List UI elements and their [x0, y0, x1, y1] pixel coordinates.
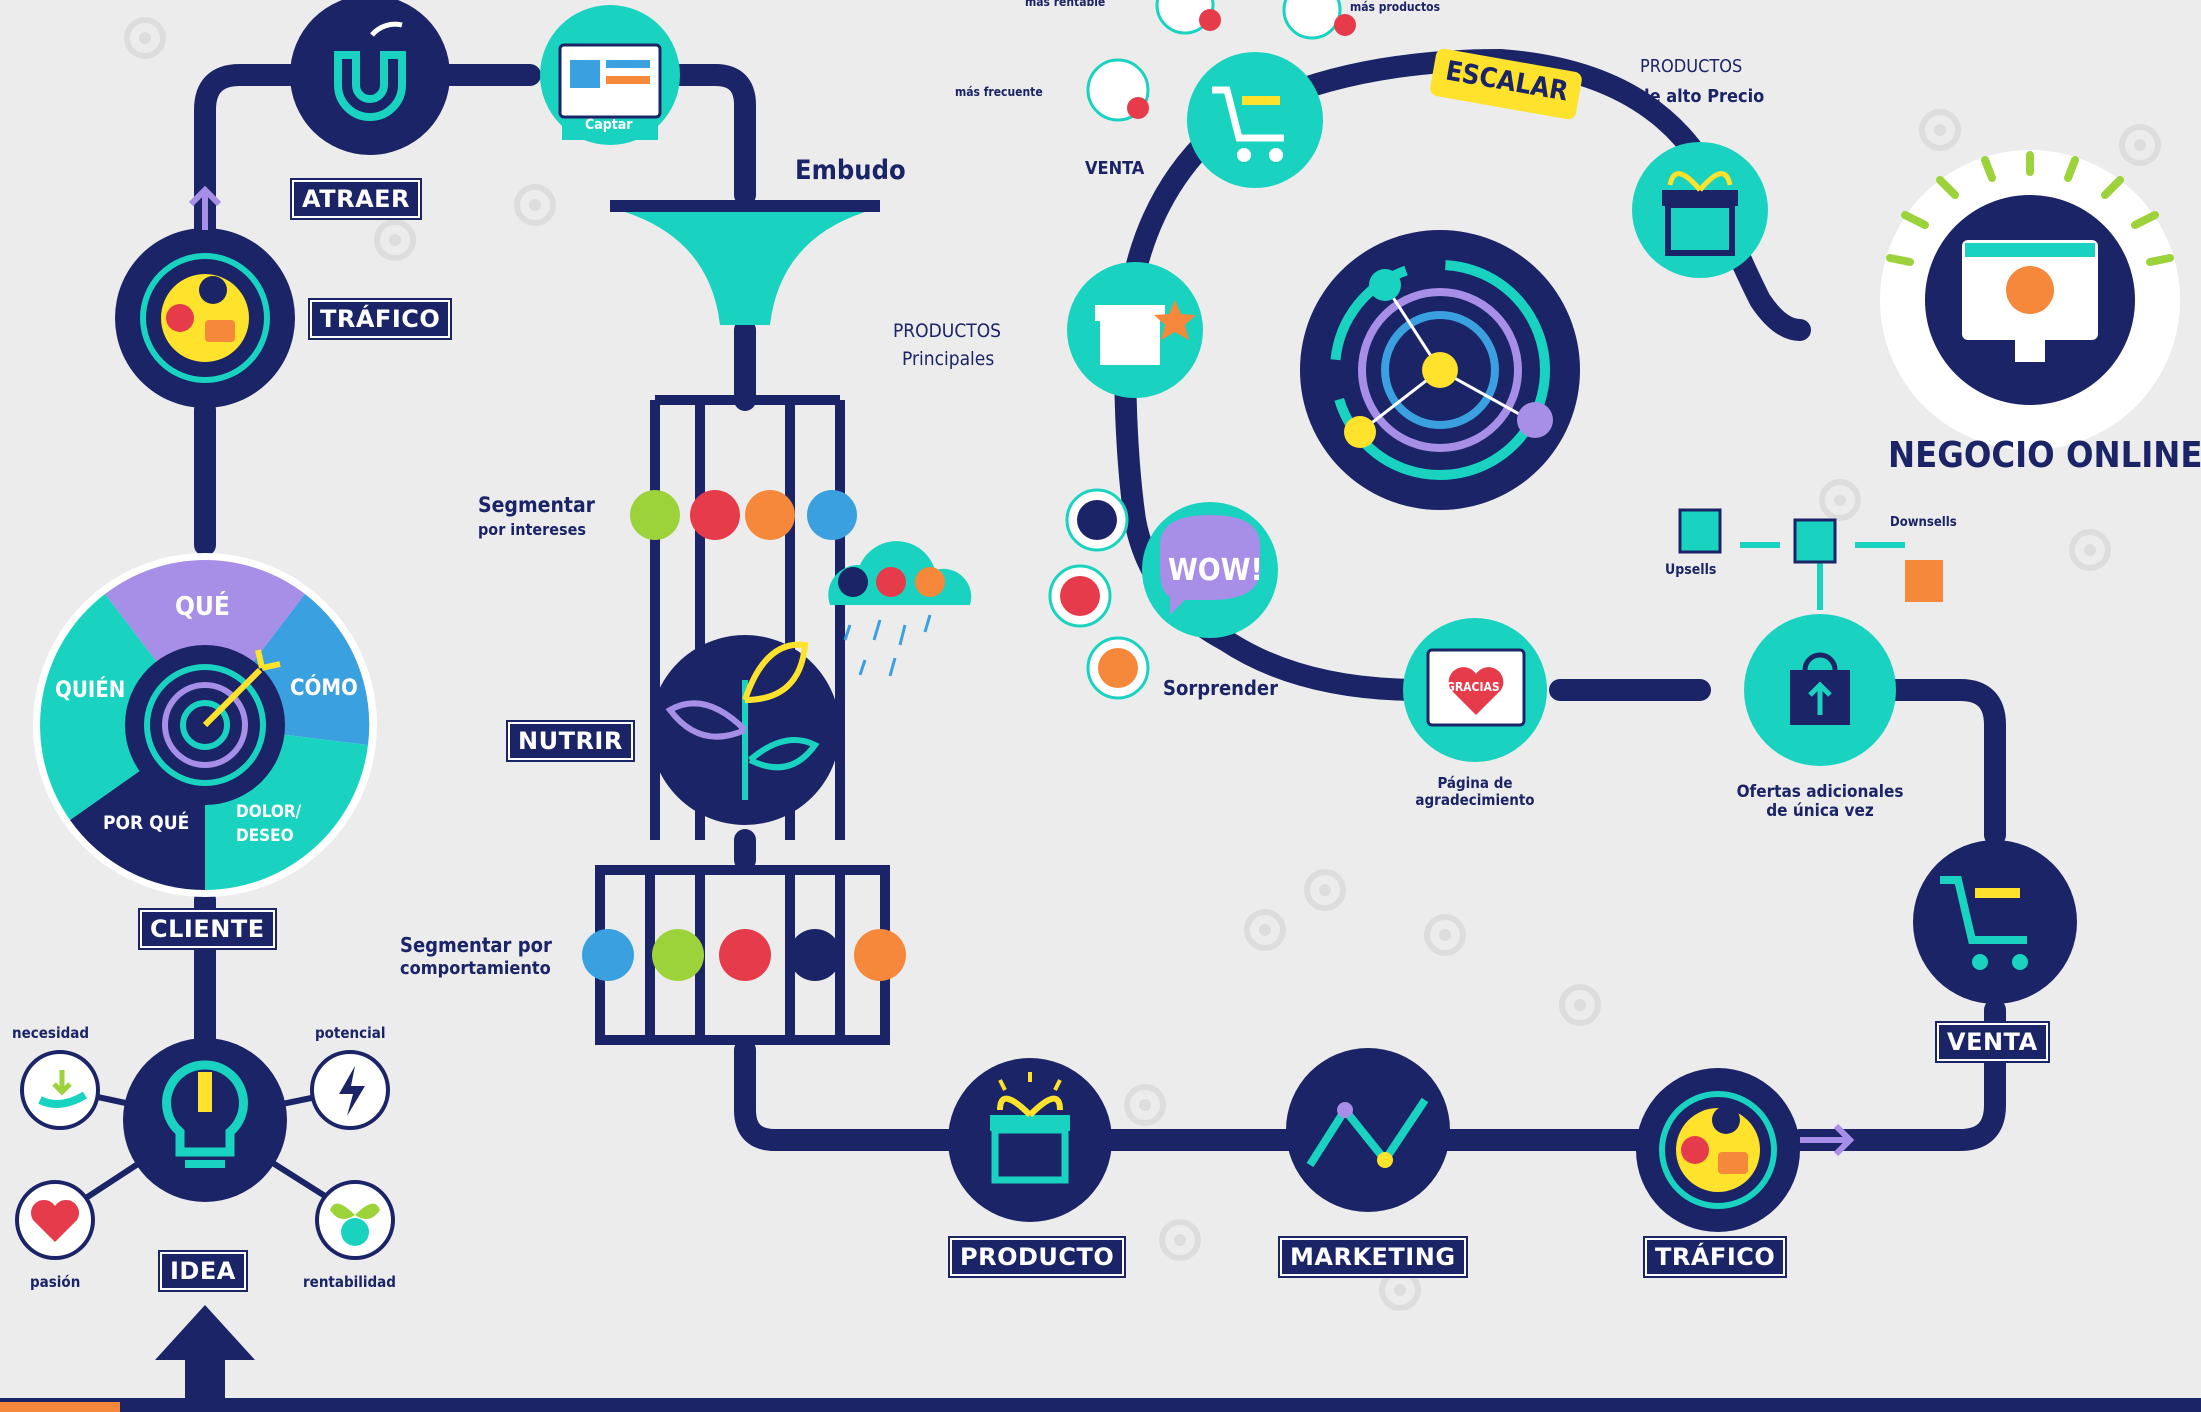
label-mas-rentable: más rentable [1025, 0, 1106, 9]
traffic-circle-bottom [1636, 1068, 1855, 1232]
label-sorprender: Sorprender [1163, 676, 1278, 700]
label-idea: IDEA [158, 1250, 248, 1292]
label-wow: WOW! [1168, 553, 1263, 588]
behaviour-segment-icons [582, 929, 906, 981]
label-rentabilidad: rentabilidad [303, 1273, 396, 1291]
idea-cluster [15, 1038, 395, 1260]
funnel-icon [610, 200, 880, 325]
label-segmentar-intereses: Segmentar [478, 493, 596, 517]
label-segmentar-comportamiento: Segmentar por [400, 933, 552, 957]
gift-icon [948, 1058, 1112, 1222]
label-pagina-sub: agradecimiento [1415, 791, 1535, 809]
label-dolor: DOLOR/ [236, 802, 302, 822]
label-captar: Captar [585, 117, 633, 133]
label-productos-principales-sub: Principales [902, 348, 995, 370]
bottom-bar [0, 1398, 2201, 1412]
label-negocio-online: NEGOCIO ONLINE [1888, 435, 2201, 476]
label-producto: PRODUCTO [947, 1236, 1127, 1278]
venta-top-cart [1187, 52, 1323, 188]
label-embudo: Embudo [795, 155, 906, 186]
label-venta-top: VENTA [1085, 158, 1145, 179]
facebook-icon [1077, 500, 1117, 540]
label-atraer: ATRAER [289, 178, 423, 220]
label-dolor-sub: DESEO [236, 826, 294, 846]
wow-bubble [1142, 502, 1278, 638]
shopping-bag-icon [1678, 508, 1943, 766]
escalar-badge [1430, 48, 1582, 120]
shopping-cart-icon [1913, 840, 2077, 1004]
up-arrow [155, 1305, 255, 1412]
facebook-icon [199, 276, 227, 304]
gift-main-icon [1067, 262, 1203, 398]
label-quien: QUIÉN [55, 678, 126, 703]
label-mas-frecuente: más frecuente [955, 85, 1043, 99]
label-productos-principales: PRODUCTOS [893, 320, 1001, 342]
label-segmentar-comportamiento-sub: comportamiento [400, 958, 551, 979]
label-segmentar-intereses-sub: por intereses [478, 520, 586, 539]
social-icons-left [1048, 488, 1150, 700]
label-ofertas-sub: de única vez [1766, 801, 1874, 821]
client-wheel [33, 553, 377, 897]
label-por-que: POR QUÉ [103, 812, 190, 834]
label-downsells: Downsells [1890, 515, 1957, 530]
label-mas-productos: más productos [1350, 0, 1441, 14]
cloud-icon [828, 541, 972, 677]
label-cliente: CLIENTE [138, 908, 277, 950]
lightbulb-icon [162, 1060, 248, 1168]
label-pagina: Página de [1437, 774, 1513, 792]
label-productos-alto: PRODUCTOS [1640, 56, 1743, 77]
label-venta-right: VENTA [1935, 1021, 2050, 1063]
youtube-icon [166, 304, 194, 332]
label-ofertas: Ofertas adicionales [1736, 782, 1904, 802]
label-potencial: potencial [315, 1024, 386, 1042]
label-trafico-bottom: TRÁFICO [1642, 1236, 1788, 1278]
growth-chart-icon [1286, 1048, 1450, 1212]
label-nutrir: NUTRIR [506, 720, 635, 762]
email-icon [1098, 648, 1138, 688]
label-marketing: MARKETING [1278, 1236, 1468, 1278]
label-como: CÓMO [290, 676, 358, 701]
magnet-icon [290, 0, 450, 155]
gift-premium-icon [1632, 142, 1768, 278]
label-necesidad: necesidad [12, 1024, 89, 1042]
email-icon [205, 320, 235, 342]
label-que: QUÉ [175, 592, 230, 622]
small-frequency-icons [1086, 0, 1356, 122]
label-trafico-top: TRÁFICO [307, 298, 453, 340]
youtube-icon [1060, 576, 1100, 616]
label-upsells: Upsells [1665, 562, 1717, 578]
target-icon [144, 649, 281, 786]
label-productos-alto-sub: de alto Precio [1638, 86, 1765, 107]
thank-you-page [1403, 618, 1547, 762]
shop-monitor-icon [1880, 150, 2180, 450]
orbit-icon [1300, 230, 1580, 510]
web-form-icon [540, 5, 680, 145]
label-pasion: pasión [30, 1273, 81, 1291]
interest-segment-icons [630, 490, 857, 540]
label-gracias: GRACIAS [1446, 680, 1500, 694]
traffic-circle-top [115, 185, 295, 408]
plant-icon [650, 635, 840, 825]
